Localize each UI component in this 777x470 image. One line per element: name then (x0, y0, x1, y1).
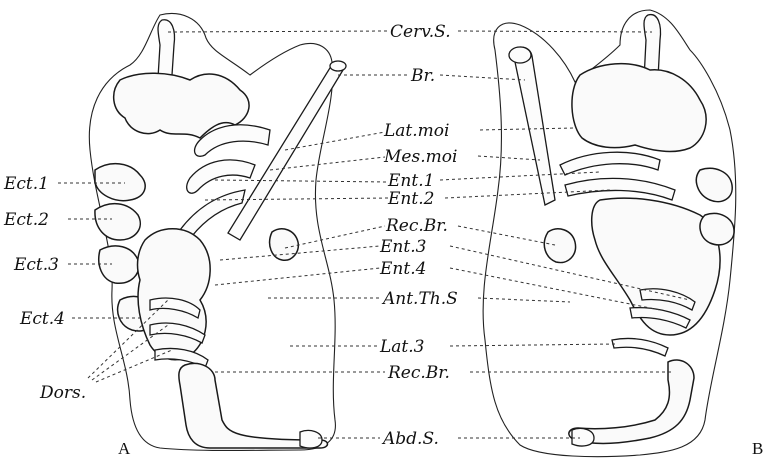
specimen-a-ect-2 (95, 204, 140, 240)
specimen-b-abdominal-tip (572, 428, 594, 446)
label-rec-br-upper: Rec.Br. (385, 216, 448, 236)
specimen-b-ent-1 (560, 152, 660, 175)
specimen-b-lat-3 (612, 338, 668, 356)
label-dors: Dors. (39, 383, 86, 403)
label-ent-1: Ent.1 (387, 171, 434, 191)
label-ent-2: Ent.2 (387, 189, 434, 209)
label-mes-moi: Mes.moi (383, 147, 457, 167)
specimen-b-side-lobe-1 (696, 168, 732, 201)
specimen-b-rec-br (544, 229, 575, 263)
label-ect-1: Ect.1 (3, 174, 49, 194)
label-ent-3: Ent.3 (379, 237, 426, 257)
label-lat-moi: Lat.moi (383, 121, 449, 141)
label-ent-4: Ent.4 (379, 259, 426, 279)
specimen-a-branch-2 (187, 160, 255, 193)
label-ect-2: Ect.2 (3, 210, 49, 230)
label-ect-4: Ect.4 (19, 309, 65, 329)
specimen-b-ent-2 (565, 178, 675, 200)
specimen-a-abdominal-tip (300, 430, 322, 448)
specimen-a-ect-1 (95, 164, 145, 201)
specimen-b-side-lobe-2 (700, 213, 734, 244)
label-br: Br. (410, 66, 435, 86)
specimen-b-bronchus-opening (509, 47, 531, 63)
center-labels: Cerv.S. Br. Lat.moi Mes.moi Ent.1 Ent.2 … (379, 22, 458, 449)
label-lat-3: Lat.3 (379, 337, 424, 357)
label-ect-3: Ect.3 (13, 255, 59, 275)
specimen-b-bronchus (510, 47, 555, 205)
label-cerv-s: Cerv.S. (390, 22, 451, 42)
specimen-a (89, 14, 346, 451)
specimen-a-bronchus (228, 63, 343, 240)
specimen-b (483, 10, 736, 457)
label-ant-th-s: Ant.Th.S (381, 289, 458, 309)
specimen-a-bronchus-opening (330, 61, 346, 71)
specimen-a-ect-3 (99, 246, 139, 283)
panel-label-b: B (752, 439, 763, 458)
specimen-b-upper-sac (572, 64, 706, 152)
label-abd-s: Abd.S. (381, 429, 439, 449)
label-rec-br-lower: Rec.Br. (387, 363, 450, 383)
panel-label-a: A (118, 439, 131, 458)
left-labels: Ect.1 Ect.2 Ect.3 Ect.4 Dors. (3, 174, 86, 403)
